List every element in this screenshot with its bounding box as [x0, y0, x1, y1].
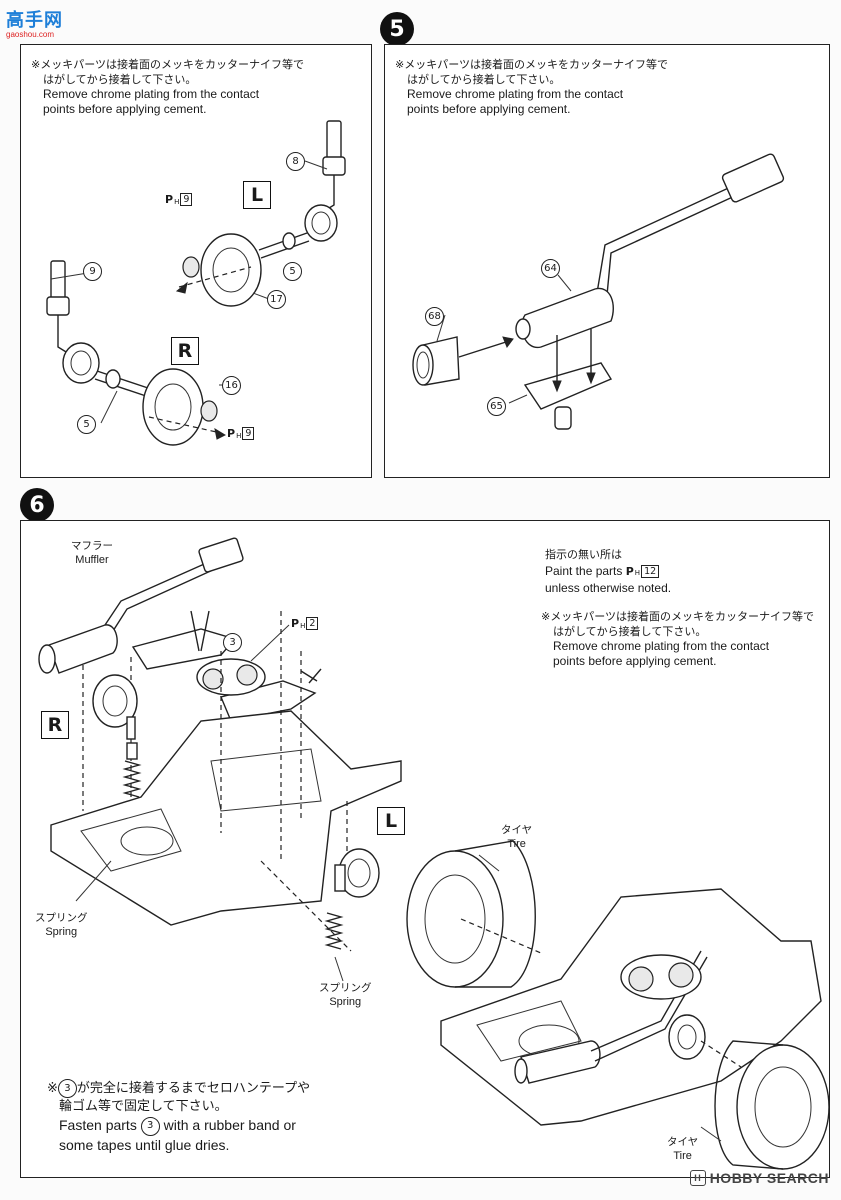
- part-5-callout-left: 5: [283, 262, 302, 281]
- paint-note-en-1: Paint the parts P H 12: [545, 562, 671, 581]
- paint-symbol-sub: H: [174, 197, 180, 206]
- step4-note-jp-2: はがしてから接着して下さい。: [43, 73, 197, 86]
- step5-note-en-1: Remove chrome plating from the contact: [407, 87, 624, 101]
- hobby-search-watermark: H HOBBY SEARCH: [689, 1170, 829, 1186]
- paint-code-number: 9: [242, 427, 255, 440]
- site-watermark-logo: 高手网 gaoshou.com: [6, 6, 63, 39]
- paint-symbol: P: [291, 617, 300, 630]
- step4-note-en-2: points before applying cement.: [43, 102, 207, 116]
- spring-label-left-jp: スプリング: [35, 912, 88, 924]
- step6-chrome-note: ※メッキパーツは接着面のメッキをカッターナイフ等で はがしてから接着して下さい。…: [541, 609, 814, 669]
- step6-right-label: R: [41, 711, 69, 739]
- watermark-site-name: 高手网: [6, 10, 63, 31]
- paint-symbol: P: [227, 427, 236, 440]
- step6-left-label: L: [377, 807, 405, 835]
- paint-code-number: 9: [180, 193, 193, 206]
- step5-chrome-note: ※メッキパーツは接着面のメッキをカッターナイフ等で はがしてから接着して下さい。…: [395, 57, 668, 117]
- tire-label-bottom-en: Tire: [673, 1150, 692, 1162]
- part-17-callout: 17: [267, 290, 286, 309]
- paint-symbol: P: [165, 193, 174, 206]
- step6-paint-note: 指示の無い所は Paint the parts P H 12 unless ot…: [545, 547, 671, 596]
- spring-label-right-jp: スプリング: [319, 982, 372, 994]
- tire-label-top-en: Tire: [507, 838, 526, 850]
- paint-code-number: 12: [641, 565, 660, 578]
- hobby-search-mark-icon: H: [689, 1170, 706, 1186]
- step5-note-en-2: points before applying cement.: [407, 102, 571, 116]
- fasten-jp-1b: が完全に接着するまでセロハンテープや: [76, 1081, 311, 1096]
- step5-diagram: [412, 153, 785, 430]
- part-65-callout: 65: [487, 397, 506, 416]
- paint-note-code: P H 12: [625, 562, 660, 581]
- part-3-callout: 3: [223, 633, 242, 652]
- paint-symbol: P: [625, 565, 634, 578]
- fasten-en-part-3: 3: [140, 1116, 160, 1136]
- step4-paint-code-b: P H 9: [227, 427, 255, 440]
- step4-paint-code-a: P H 9: [165, 193, 193, 206]
- spring-label-right-en: Spring: [329, 996, 362, 1008]
- tire-label-top-jp: タイヤ: [501, 824, 533, 836]
- muffler-label-jp: マフラー: [71, 540, 113, 552]
- step4-chrome-note: ※メッキパーツは接着面のメッキをカッターナイフ等で はがしてから接着して下さい。…: [31, 57, 304, 117]
- fasten-en-2: some tapes until glue dries.: [59, 1136, 230, 1153]
- step6-panel: マフラー Muffler 指示の無い所は Paint the parts P H…: [20, 520, 830, 1178]
- step5-number: 5: [380, 12, 414, 46]
- part-5-callout-right: 5: [77, 415, 96, 434]
- fasten-en-1a: Fasten parts: [59, 1117, 137, 1133]
- fasten-en-1b: with a rubber band or: [163, 1117, 296, 1133]
- step4-right-label: R: [171, 337, 199, 365]
- step6-number: 6: [20, 488, 54, 522]
- tire-label-bottom-jp: タイヤ: [667, 1136, 699, 1148]
- paint-note-en-2: unless otherwise noted.: [545, 581, 672, 595]
- fasten-jp-2: 輪ゴム等で固定して下さい。: [59, 1099, 228, 1114]
- step6-chrome-en-1: Remove chrome plating from the contact: [553, 639, 770, 653]
- paint-symbol-sub: H: [236, 431, 242, 440]
- step4-note-jp-1: ※メッキパーツは接着面のメッキをカッターナイフ等で: [31, 58, 304, 71]
- paint-note-en-1-text: Paint the parts: [545, 564, 623, 578]
- step6-chrome-en-2: points before applying cement.: [553, 654, 717, 668]
- part-16-callout: 16: [222, 376, 241, 395]
- step4-left-label: L: [243, 181, 271, 209]
- hobby-search-text: HOBBY SEARCH: [709, 1170, 829, 1186]
- tire-label-bottom: タイヤ Tire: [667, 1135, 698, 1163]
- spring-label-left: スプリング Spring: [35, 911, 88, 939]
- part-9-callout: 9: [83, 262, 102, 281]
- part-64-callout: 64: [541, 259, 560, 278]
- paint-note-jp: 指示の無い所は: [545, 547, 671, 562]
- fasten-jp-part-3: 3: [57, 1079, 77, 1098]
- step4-diagram: [46, 120, 346, 446]
- step6-chrome-jp-1: ※メッキパーツは接着面のメッキをカッターナイフ等で: [541, 610, 814, 623]
- step5-note-jp-1: ※メッキパーツは接着面のメッキをカッターナイフ等で: [395, 58, 668, 71]
- part-8-callout: 8: [286, 152, 305, 171]
- part-68-callout: 68: [425, 307, 444, 326]
- spring-label-right: スプリング Spring: [319, 981, 372, 1009]
- paint-note-jp-text: 指示の無い所は: [545, 548, 622, 561]
- step4-note-en-1: Remove chrome plating from the contact: [43, 87, 260, 101]
- step6-paint-code-top: P H 2: [291, 617, 319, 630]
- step5-note-jp-2: はがしてから接着して下さい。: [407, 73, 561, 86]
- muffler-label-en: Muffler: [75, 554, 109, 566]
- tire-label-top: タイヤ Tire: [501, 823, 532, 851]
- spring-label-left-en: Spring: [45, 926, 78, 938]
- fasten-en-1: Fasten parts 3 with a rubber band or: [47, 1116, 310, 1136]
- step5-panel: ※メッキパーツは接着面のメッキをカッターナイフ等で はがしてから接着して下さい。…: [384, 44, 830, 478]
- step4-panel: ※メッキパーツは接着面のメッキをカッターナイフ等で はがしてから接着して下さい。…: [20, 44, 372, 478]
- step6-chrome-jp-2: はがしてから接着して下さい。: [553, 625, 707, 638]
- paint-symbol-sub: H: [300, 621, 306, 630]
- muffler-label: マフラー Muffler: [71, 539, 113, 567]
- paint-code-number: 2: [306, 617, 319, 630]
- fasten-jp-1a: ※: [47, 1081, 58, 1096]
- step6-diagram: [38, 537, 829, 1170]
- watermark-site-url: gaoshou.com: [6, 30, 55, 39]
- paint-symbol-sub: H: [634, 569, 641, 577]
